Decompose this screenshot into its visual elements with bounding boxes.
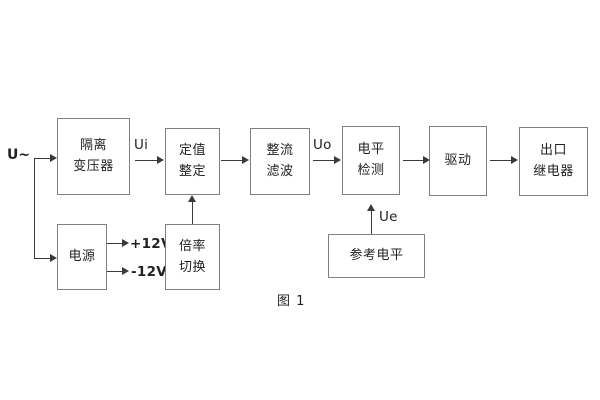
setpoint-to-rectify-line xyxy=(221,160,242,161)
block-power-supply[interactable]: 电源 xyxy=(57,224,107,290)
rail-negative-arrowhead xyxy=(122,267,129,275)
multiplier-to-setpoint-line xyxy=(192,202,193,224)
block-isolation-transformer-line-2: 变压器 xyxy=(73,159,114,174)
block-output-relay-line-2: 继电器 xyxy=(533,164,574,179)
source-to-power-supply-arrowhead xyxy=(50,254,57,262)
block-setpoint-adjust-line-1: 定值 xyxy=(178,143,206,159)
rail-negative-line xyxy=(107,271,122,272)
level-detect-to-driver-line xyxy=(403,160,423,161)
reference-to-level-detect-arrowhead xyxy=(367,204,375,211)
block-driver[interactable]: 驱动 xyxy=(429,126,487,196)
block-driver-label: 驱动 xyxy=(444,153,472,169)
block-multiplier-switch-line-2: 切换 xyxy=(178,259,206,275)
block-setpoint-adjust-line-2: 整定 xyxy=(178,164,206,179)
block-output-relay-line-1: 出口 xyxy=(539,143,567,159)
block-rectify-filter-line-2: 滤波 xyxy=(266,164,294,179)
block-level-detect[interactable]: 电平 检测 xyxy=(342,126,400,195)
rail-negative-label: -12V xyxy=(131,264,168,280)
source-to-transformer-line xyxy=(34,158,50,159)
reference-to-level-detect-line xyxy=(371,211,372,234)
source-bus-vertical-line xyxy=(34,158,35,259)
source-to-power-supply-line xyxy=(34,258,50,259)
block-level-detect-line-1: 电平 xyxy=(357,142,385,158)
rail-positive-arrowhead xyxy=(122,239,129,247)
block-rectify-filter[interactable]: 整流 滤波 xyxy=(250,128,310,195)
rail-positive-label: +12V xyxy=(130,236,172,252)
rectify-to-level-detect-line xyxy=(313,160,334,161)
driver-to-output-relay-line xyxy=(490,160,511,161)
block-reference-level[interactable]: 参考电平 xyxy=(328,234,425,278)
rectify-to-level-detect-arrowhead xyxy=(334,156,341,164)
signal-label-ue: Ue xyxy=(379,209,398,225)
driver-to-output-relay-arrowhead xyxy=(511,156,518,164)
block-power-supply-label: 电源 xyxy=(68,249,96,265)
transformer-to-setpoint-line xyxy=(135,160,157,161)
transformer-to-setpoint-arrowhead xyxy=(157,156,164,164)
block-reference-level-label: 参考电平 xyxy=(349,248,404,264)
block-setpoint-adjust[interactable]: 定值 整定 xyxy=(165,128,220,195)
block-multiplier-switch-line-1: 倍率 xyxy=(178,238,206,254)
source-to-transformer-arrowhead xyxy=(50,154,57,162)
rail-positive-line xyxy=(107,243,122,244)
block-level-detect-line-2: 检测 xyxy=(357,163,385,178)
level-detect-to-driver-arrowhead xyxy=(423,156,430,164)
multiplier-to-setpoint-arrowhead xyxy=(188,195,196,202)
block-isolation-transformer-line-1: 隔离 xyxy=(79,138,107,154)
figure-caption: 图 1 xyxy=(277,294,306,309)
signal-label-ui: Ui xyxy=(134,137,149,153)
block-output-relay[interactable]: 出口 继电器 xyxy=(519,127,588,196)
source-label-u-ac: U~ xyxy=(7,147,31,163)
signal-label-uo: Uo xyxy=(313,137,332,153)
setpoint-to-rectify-arrowhead xyxy=(242,156,249,164)
block-isolation-transformer[interactable]: 隔离 变压器 xyxy=(57,118,130,195)
block-multiplier-switch[interactable]: 倍率 切换 xyxy=(165,224,220,290)
block-rectify-filter-line-1: 整流 xyxy=(266,143,294,159)
